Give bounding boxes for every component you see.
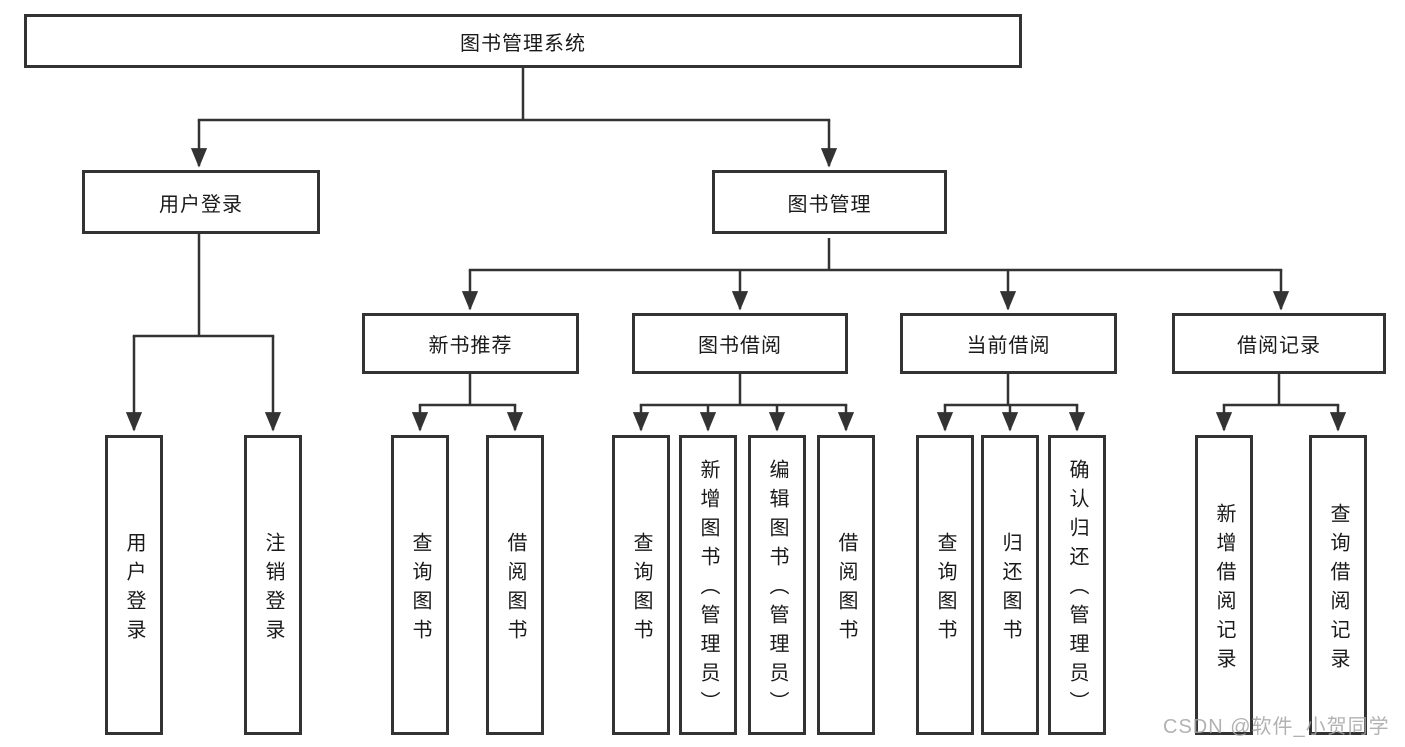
connector-book-borrow (632, 374, 855, 432)
connector-new-book-recommend (411, 374, 524, 432)
node-current-query-books: 查询图书 (916, 435, 974, 735)
connector-current-borrow (936, 374, 1086, 432)
csdn-watermark: CSDN @软件_小贺同学 (1163, 716, 1390, 738)
node-book-borrow: 图书借阅 (632, 313, 848, 374)
node-book-management: 图书管理 (712, 170, 947, 234)
node-root: 图书管理系统 (24, 14, 1022, 68)
node-recommend-query-books: 查询图书 (391, 435, 449, 735)
connector-user-login (125, 234, 282, 432)
node-user-login-leaf: 用户登录 (105, 435, 163, 735)
node-records-query-record: 查询借阅记录 (1309, 435, 1367, 735)
node-user-login: 用户登录 (82, 170, 320, 234)
node-recommend-borrow-books: 借阅图书 (486, 435, 544, 735)
node-current-borrow: 当前借阅 (900, 313, 1117, 374)
connector-root (190, 68, 838, 168)
node-new-book-recommend: 新书推荐 (362, 313, 579, 374)
node-current-confirm-return-admin: 确认归还（管理员） (1048, 435, 1106, 735)
node-records-add-record: 新增借阅记录 (1195, 435, 1253, 735)
node-borrow-query-books: 查询图书 (612, 435, 670, 735)
node-borrow-add-books-admin: 新增图书（管理员） (679, 435, 737, 735)
connector-borrow-records (1215, 374, 1347, 432)
node-borrow-edit-books-admin: 编辑图书（管理员） (748, 435, 806, 735)
node-borrow-borrow-books: 借阅图书 (817, 435, 875, 735)
connector-book-management (461, 238, 1290, 311)
node-current-return-books: 归还图书 (981, 435, 1039, 735)
node-logout-leaf: 注销登录 (244, 435, 302, 735)
node-borrow-records: 借阅记录 (1172, 313, 1386, 374)
